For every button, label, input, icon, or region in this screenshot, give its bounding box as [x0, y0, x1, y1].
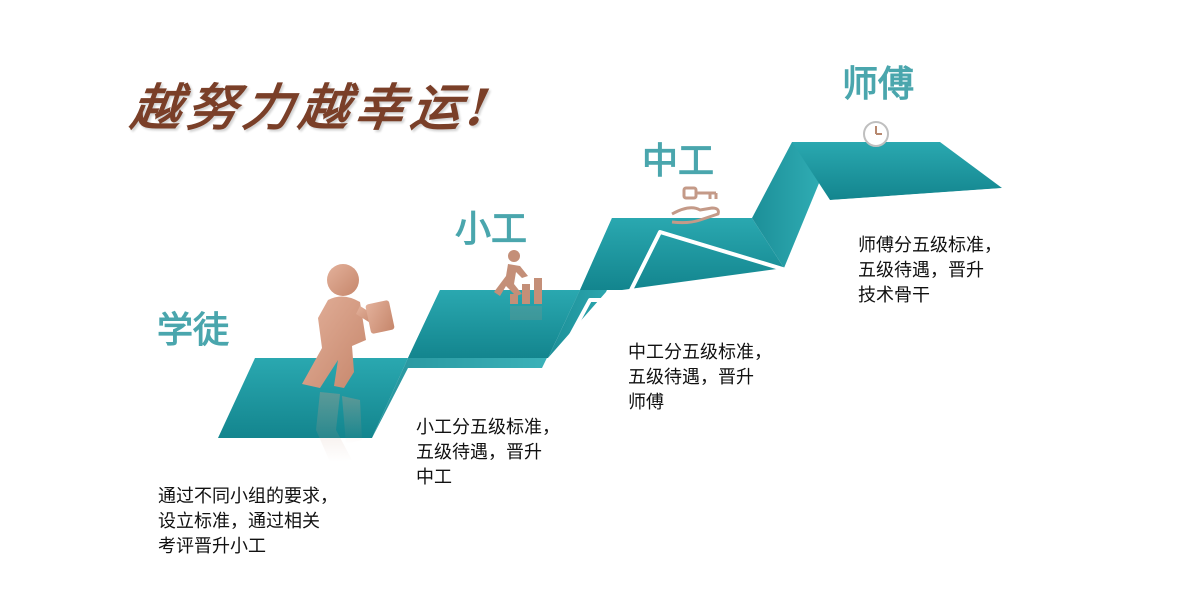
- description-line: 小工分五级标准，: [416, 417, 560, 438]
- walking-person-with-book-icon: [302, 264, 395, 388]
- stage-title-master: 师傅: [842, 64, 915, 105]
- slogan-title: 越努力越幸运!: [127, 78, 500, 137]
- stage-title-junior-worker: 小工: [455, 209, 528, 250]
- stage-description-intermediate-worker: 中工分五级标准， 五级待遇，晋升 师傅: [628, 340, 772, 415]
- step-3-top: [580, 218, 784, 290]
- step-2-top: [408, 290, 580, 358]
- stage-description-apprentice: 通过不同小组的要求， 设立标准，通过相关 考评晋升小工: [158, 484, 338, 559]
- stage-title-apprentice: 学徒: [157, 310, 230, 351]
- description-line: 设立标准，通过相关: [158, 511, 320, 532]
- description-line: 通过不同小组的要求，: [158, 486, 338, 507]
- description-line: 师傅分五级标准，: [858, 235, 1002, 256]
- description-line: 师傅: [628, 392, 664, 413]
- description-line: 中工分五级标准，: [628, 342, 772, 363]
- description-line: 技术骨干: [858, 285, 930, 306]
- description-line: 中工: [416, 467, 452, 488]
- runner-on-bar-chart-icon: [494, 250, 542, 320]
- description-line: 五级待遇，晋升: [416, 442, 542, 463]
- step-4-top: [792, 142, 1002, 200]
- hand-holding-key-icon: [671, 186, 720, 225]
- stage-description-master: 师傅分五级标准， 五级待遇，晋升 技术骨干: [858, 233, 1002, 308]
- description-line: 五级待遇，晋升: [858, 260, 984, 281]
- stage-title-intermediate-worker: 中工: [642, 141, 715, 182]
- clock-icon: [863, 121, 889, 147]
- description-line: 考评晋升小工: [158, 536, 266, 557]
- stage-description-junior-worker: 小工分五级标准， 五级待遇，晋升 中工: [416, 415, 560, 490]
- description-line: 五级待遇，晋升: [628, 367, 754, 388]
